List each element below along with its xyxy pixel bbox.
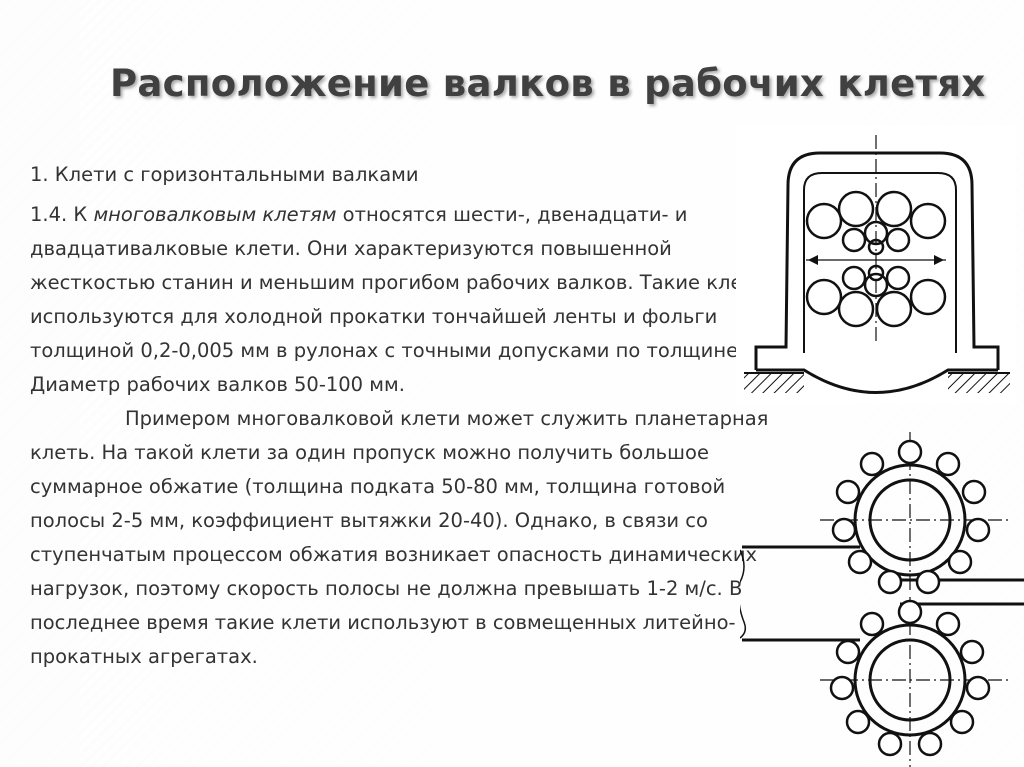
paragraph-prefix: 1.4. К	[30, 203, 94, 226]
lower-planet-rolls	[829, 599, 991, 757]
ground-hatch-right	[948, 373, 1010, 393]
multiroll-stand-drawing	[744, 135, 1010, 394]
roll-cluster	[805, 190, 947, 328]
housing-outline	[754, 151, 1000, 370]
slide-body: 1. Клети с горизонтальными валками 1.4. …	[30, 158, 790, 674]
slide-title: Расположение валков в рабочих клетях	[110, 62, 986, 105]
upper-planet-rolls	[831, 439, 991, 595]
planetary-mill-figure	[740, 432, 1024, 767]
italic-term: многовалковым клетям	[93, 203, 337, 226]
multiroll-stand-figure	[736, 125, 1016, 405]
lower-planetary-roll	[820, 597, 1010, 767]
ground-hatch-left	[744, 373, 804, 393]
paragraph-rest: относятся шести-, двенадцати- и двадцати…	[30, 203, 767, 396]
paragraph-multiroll: 1.4. К многовалковым клетям относятся ше…	[30, 198, 790, 402]
planetary-mill-drawing	[740, 432, 1024, 767]
list-item-1: 1. Клети с горизонтальными валками	[30, 163, 419, 186]
paragraph-planetary: Примером многовалковой клети может служи…	[30, 407, 769, 668]
